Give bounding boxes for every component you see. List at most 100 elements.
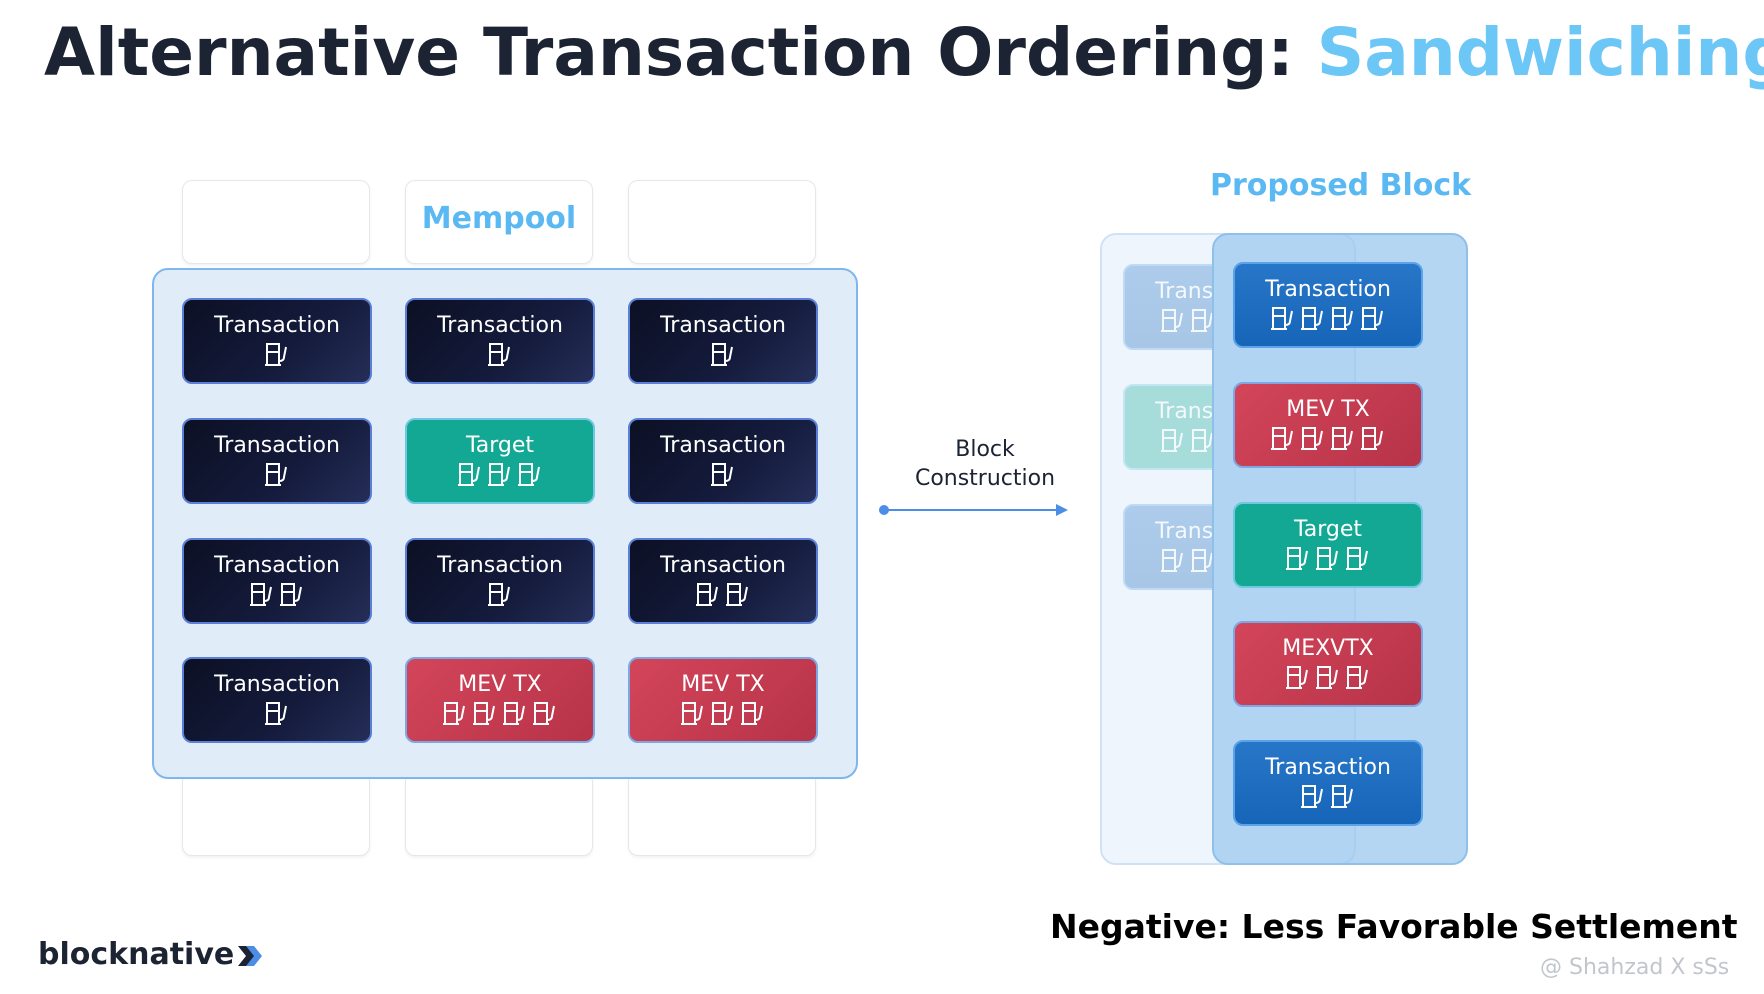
gas-icons xyxy=(1235,783,1421,813)
gas-pump-icon xyxy=(1301,427,1323,450)
gas-icons xyxy=(630,461,816,491)
gas-icons xyxy=(1125,547,1212,577)
gas-pump-icon xyxy=(458,463,480,486)
transaction-card: Transaction xyxy=(628,418,818,504)
card-label: Transaction xyxy=(1155,279,1212,304)
gas-icons xyxy=(407,341,593,371)
mempool-header-tile: Mempool xyxy=(405,180,593,264)
ghost-tile xyxy=(182,772,370,856)
gas-pump-icon xyxy=(1161,309,1183,332)
transaction-card: Transaction xyxy=(182,418,372,504)
gas-pump-icon xyxy=(1346,547,1368,570)
gas-pump-icon xyxy=(443,702,465,725)
ghost-tile xyxy=(628,772,816,856)
gas-pump-icon xyxy=(1191,309,1212,332)
gas-pump-icon xyxy=(681,702,703,725)
transaction-card: Transaction xyxy=(1233,740,1423,826)
mev-tx-card: MEV TX xyxy=(1233,382,1423,468)
mempool-label: Mempool xyxy=(421,201,577,236)
card-label: Transaction xyxy=(660,313,786,338)
gas-pump-icon xyxy=(1286,666,1308,689)
ghost-tile xyxy=(405,772,593,856)
gas-pump-icon xyxy=(1361,427,1383,450)
card-label: Transaction xyxy=(214,313,340,338)
card-label: Transaction xyxy=(1155,519,1212,544)
proposed-block-title: Proposed Block xyxy=(1210,168,1472,203)
gas-icons xyxy=(184,341,370,371)
gas-icons xyxy=(630,341,816,371)
card-label: Transaction xyxy=(214,553,340,578)
transaction-card: Transaction xyxy=(182,298,372,384)
card-label: Transaction xyxy=(1265,755,1391,780)
blocknative-logo-icon xyxy=(238,945,263,966)
gas-pump-icon xyxy=(1361,307,1383,330)
gas-pump-icon xyxy=(503,702,525,725)
gas-pump-icon xyxy=(1346,666,1368,689)
card-label: MEV TX xyxy=(458,672,542,697)
gas-pump-icon xyxy=(280,583,302,606)
transaction-card: Transaction xyxy=(1233,262,1423,348)
gas-pump-icon xyxy=(1301,785,1323,808)
gas-icons xyxy=(1235,305,1421,335)
logo-text: blocknative xyxy=(38,937,235,972)
card-label: MEV TX xyxy=(681,672,765,697)
gas-pump-icon xyxy=(488,343,510,366)
gas-pump-icon xyxy=(1331,785,1353,808)
gas-pump-icon xyxy=(533,702,555,725)
gas-icons xyxy=(184,581,370,611)
card-label: Target xyxy=(1293,517,1363,542)
transaction-card: Transaction xyxy=(182,657,372,743)
mev-tx-card: MEV TX xyxy=(628,657,818,743)
blocknative-logo: blocknative xyxy=(38,937,263,972)
watermark: @ Shahzad X sSs xyxy=(1540,955,1730,980)
transaction-card: Transaction xyxy=(1123,264,1212,350)
gas-pump-icon xyxy=(488,583,510,606)
gas-pump-icon xyxy=(726,583,748,606)
gas-pump-icon xyxy=(1161,549,1183,572)
gas-pump-icon xyxy=(711,463,733,486)
transaction-card: Transaction xyxy=(628,298,818,384)
gas-icons xyxy=(184,461,370,491)
arrow-right-icon xyxy=(879,504,1068,516)
gas-pump-icon xyxy=(1191,429,1212,452)
card-label: Target xyxy=(465,433,535,458)
flow-label-line2: Construction xyxy=(914,466,1056,491)
card-label: Transaction xyxy=(437,313,563,338)
transaction-card: Transaction xyxy=(405,538,595,624)
mev-tx-card: MEV TX xyxy=(405,657,595,743)
gas-pump-icon xyxy=(1331,307,1353,330)
gas-pump-icon xyxy=(711,702,733,725)
gas-pump-icon xyxy=(265,343,287,366)
gas-icons xyxy=(184,700,370,730)
gas-pump-icon xyxy=(1316,666,1338,689)
gas-pump-icon xyxy=(265,463,287,486)
gas-pump-icon xyxy=(696,583,718,606)
gas-pump-icon xyxy=(711,343,733,366)
card-label: Transaction xyxy=(1265,277,1391,302)
title-main: Alternative Transaction Ordering: xyxy=(44,14,1294,91)
gas-icons xyxy=(407,700,593,730)
gas-pump-icon xyxy=(741,702,763,725)
gas-icons xyxy=(1235,545,1421,575)
card-label: MEV TX xyxy=(1286,397,1370,422)
gas-icons xyxy=(630,700,816,730)
gas-pump-icon xyxy=(1161,429,1183,452)
gas-pump-icon xyxy=(1301,307,1323,330)
gas-pump-icon xyxy=(1191,549,1212,572)
gas-icons xyxy=(630,581,816,611)
ghost-tile xyxy=(628,180,816,264)
gas-pump-icon xyxy=(1286,547,1308,570)
gas-pump-icon xyxy=(250,583,272,606)
gas-icons xyxy=(1125,427,1212,457)
transaction-card: Transaction xyxy=(1123,504,1212,590)
caption: Negative: Less Favorable Settlement xyxy=(1050,907,1738,946)
target-card: Target xyxy=(405,418,595,504)
gas-icons xyxy=(407,461,593,491)
gas-icons xyxy=(1235,664,1421,694)
ghost-tile xyxy=(182,180,370,264)
card-label: Transaction xyxy=(437,553,563,578)
gas-pump-icon xyxy=(488,463,510,486)
gas-pump-icon xyxy=(1271,427,1293,450)
gas-pump-icon xyxy=(1316,547,1338,570)
